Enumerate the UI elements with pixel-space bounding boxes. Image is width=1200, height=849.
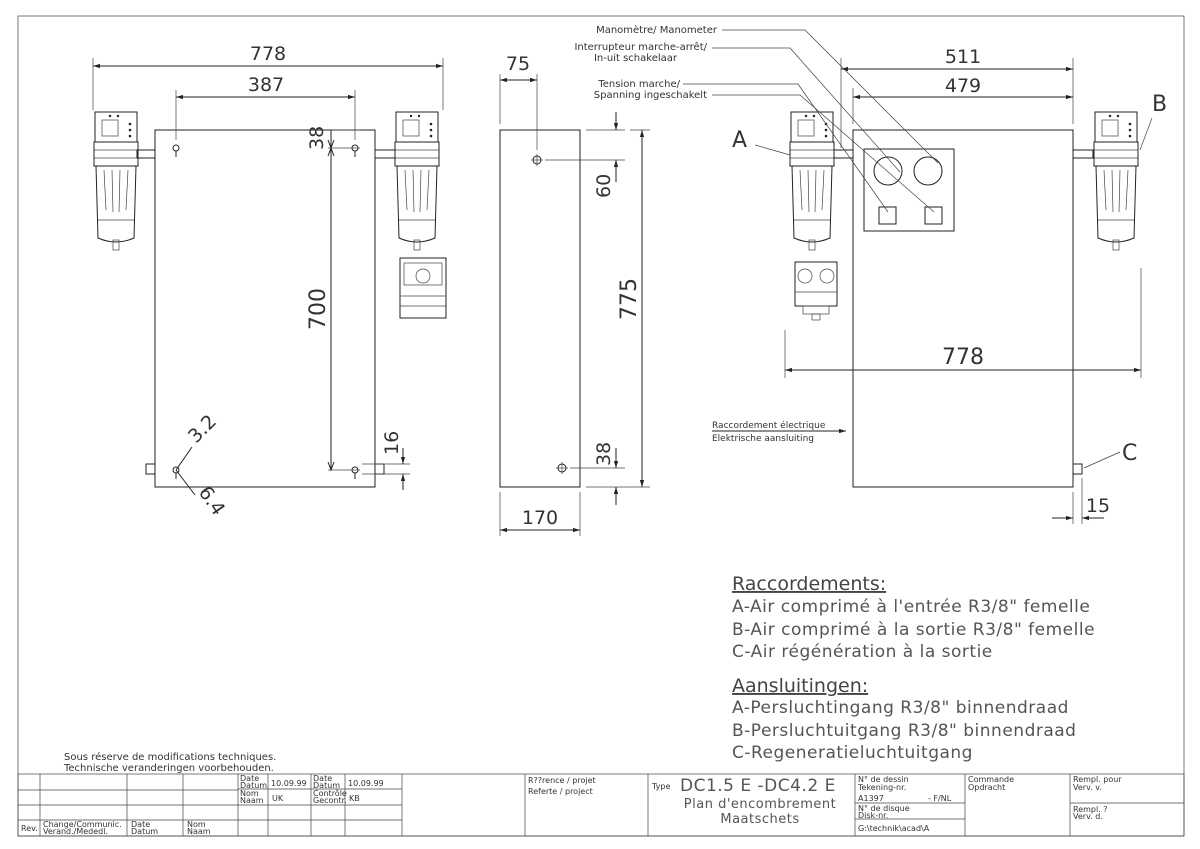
dim-38-side: 38	[593, 442, 615, 466]
svg-text:Disk-nr.: Disk-nr.	[858, 811, 888, 820]
callout-tension-2: Spanning ingeschakelt	[594, 90, 707, 101]
dim-778-right: 778	[942, 345, 984, 370]
svg-text:Commande: Commande	[968, 775, 1014, 784]
tb-drawn-name: UK	[272, 794, 284, 803]
right-cabinet	[852, 129, 1074, 488]
svg-text:Nom: Nom	[187, 820, 206, 829]
front-view: 778 387 38 700 3.2 6.4 16	[92, 43, 447, 520]
front-right-filter	[394, 111, 440, 251]
dim-3-2: 3.2	[184, 411, 221, 448]
callout-switch-2: In-uit schakelaar	[594, 53, 678, 64]
dim-387: 387	[248, 74, 284, 96]
svg-text:Gecontr.: Gecontr.	[313, 796, 347, 805]
dim-16: 16	[381, 431, 403, 455]
svg-text:Type: Type	[651, 782, 670, 791]
side-cabinet	[499, 129, 581, 488]
connection-nl-b: B-Persluchtuitgang R3/8" binnendraad	[732, 721, 1076, 741]
title-block: Rev. Change/Communic. Verand./Mededl. Da…	[17, 773, 1185, 837]
svg-text:Nom: Nom	[240, 789, 259, 798]
svg-text:Datum: Datum	[240, 781, 267, 790]
dim-479: 479	[945, 75, 981, 97]
dim-6-4: 6.4	[194, 482, 229, 519]
right-left-filter	[789, 111, 835, 251]
tb-rev: Rev.	[21, 824, 38, 833]
front-cabinet	[154, 129, 376, 488]
svg-text:- F/NL: - F/NL	[928, 794, 952, 803]
tb-check-name: KB	[349, 794, 360, 803]
svg-text:Opdracht: Opdracht	[968, 783, 1005, 792]
svg-text:Date: Date	[131, 820, 150, 829]
power-switch	[878, 206, 897, 225]
connections-legend: Raccordements: A-Air comprimé à l'entrée…	[732, 573, 1095, 763]
power-indicator	[924, 206, 943, 225]
callout-manometer: Manomètre/ Manometer	[596, 24, 718, 36]
svg-text:N° de dessin: N° de dessin	[858, 775, 909, 784]
svg-text:Date: Date	[313, 774, 332, 783]
svg-text:Rempl. pour: Rempl. pour	[1073, 775, 1122, 784]
svg-text:Rempl. ?: Rempl. ?	[1073, 805, 1108, 814]
callout-tension-1: Tension marche/	[597, 79, 680, 90]
tb-drawn-date: 10.09.99	[271, 779, 307, 788]
callout-switch-1: Interrupteur marche-arrêt/	[574, 41, 707, 53]
control-panel	[863, 148, 955, 232]
svg-text:Datum: Datum	[313, 781, 340, 790]
tb-title-fr: Plan d'encombrement	[684, 797, 836, 812]
svg-text:Change/Communic.: Change/Communic.	[43, 820, 122, 829]
connection-fr-b: B-Air comprimé à la sortie R3/8" femelle	[732, 620, 1095, 640]
dim-75: 75	[506, 53, 530, 75]
svg-text:Naam: Naam	[187, 827, 211, 836]
dim-38-front: 38	[306, 126, 328, 150]
dim-511: 511	[945, 46, 981, 68]
svg-text:Date: Date	[240, 774, 259, 783]
svg-text:N° de disque: N° de disque	[858, 804, 910, 813]
tb-title-nl: Maatschets	[720, 812, 799, 827]
front-left-filter	[93, 111, 139, 251]
note-line-2: Technische veranderingen voorbehouden.	[63, 763, 274, 774]
side-view: 75 60 775 38 170	[499, 53, 650, 536]
svg-text:Verv. d.: Verv. d.	[1073, 812, 1103, 821]
connection-nl-c: C-Regeneratieluchtuitgang	[732, 743, 973, 763]
right-view: 511 479 778 15 A B C Manomètre/ Manomete…	[574, 24, 1167, 524]
svg-text:Naam: Naam	[240, 796, 264, 805]
tb-drawing-no: A1397	[858, 794, 884, 803]
tb-disk-path: G:\technik\acad\A	[858, 824, 930, 833]
dim-170: 170	[522, 507, 558, 529]
connection-fr-c: C-Air régénération à la sortie	[732, 642, 993, 662]
svg-text:Datum: Datum	[131, 827, 158, 836]
label-c: C	[1122, 441, 1137, 466]
connection-fr-a: A-Air comprimé à l'entrée R3/8" femelle	[732, 597, 1090, 617]
dim-60: 60	[593, 174, 615, 198]
tb-ref-1: R??rence / projet	[528, 776, 596, 785]
right-right-filter	[1093, 111, 1139, 251]
connections-fr-title: Raccordements:	[732, 573, 886, 595]
label-a: A	[732, 128, 747, 153]
note-line-1: Sous réserve de modifications techniques…	[64, 751, 276, 763]
label-b: B	[1152, 92, 1167, 117]
tb-ref-2: Referte / project	[528, 787, 593, 796]
dim-700: 700	[306, 288, 331, 330]
callout-electrical-1: Raccordement électrique	[712, 420, 826, 431]
callout-electrical-2: Elektrische aansluiting	[712, 434, 814, 444]
svg-text:Verand./Mededl.: Verand./Mededl.	[43, 827, 108, 836]
manometer-gauge-2	[913, 156, 943, 186]
svg-text:Tekening-nr.: Tekening-nr.	[857, 783, 906, 792]
tb-check-date: 10.09.99	[348, 779, 384, 788]
manometer-gauge-1	[873, 156, 903, 186]
svg-text:Contrôle: Contrôle	[313, 788, 347, 798]
dim-15: 15	[1086, 495, 1110, 517]
connections-nl-title: Aansluitingen:	[732, 675, 868, 697]
dim-775: 775	[617, 278, 642, 320]
connection-nl-a: A-Persluchtingang R3/8" binnendraad	[732, 698, 1069, 718]
tb-type-value: DC1.5 E -DC4.2 E	[680, 776, 836, 796]
dim-778-front: 778	[250, 43, 286, 65]
svg-text:Verv. v.: Verv. v.	[1073, 783, 1102, 792]
